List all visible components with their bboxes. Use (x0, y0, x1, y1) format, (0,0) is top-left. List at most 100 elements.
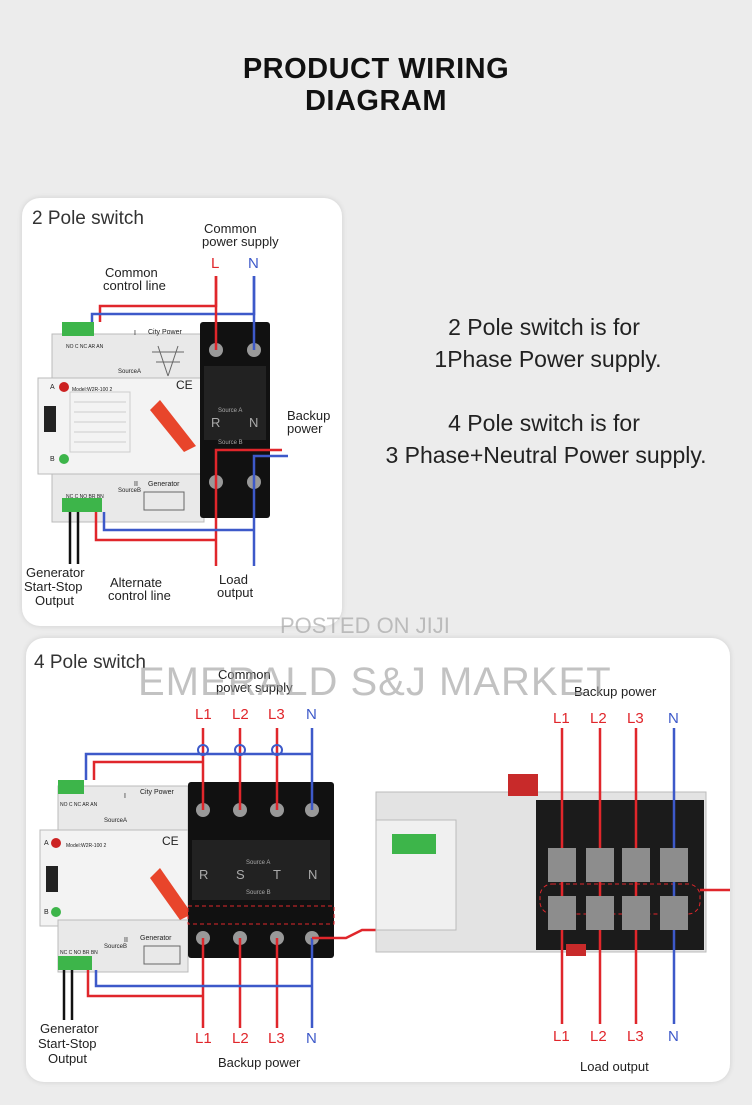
two-pole-generator-line1: Generator (26, 565, 85, 580)
four-pole-label-b: B (44, 909, 49, 916)
two-pole-generator-line2: Start-Stop (24, 579, 83, 594)
two-pole-source-b: SourceB (118, 488, 142, 494)
two-pole-terminal-top (62, 322, 94, 336)
two-pole-generator-text: Generator (148, 481, 180, 488)
four-pole-generator-text: Generator (140, 935, 172, 942)
four-pole-src-a-small: Source A (246, 860, 271, 866)
page-title-line2: DIAGRAM (304, 85, 448, 117)
desc-line2: 1Phase Power supply. (434, 346, 662, 372)
four-pole-common-supply-line2: power supply (216, 680, 293, 695)
two-pole-handle (150, 400, 196, 452)
four-pole-handle (150, 868, 192, 920)
four-pole-terminal-top-label: NO C NC AR AN (60, 802, 98, 808)
two-pole-common-supply-line2: power supply (202, 234, 279, 249)
two-pole-terminal-bottom-label: NC C NO BR BN (66, 494, 104, 500)
four-pole-generator-line3: Output (48, 1051, 88, 1066)
four-pole-source-b: SourceB (104, 944, 128, 950)
right-top-l3: L3 (627, 710, 644, 727)
two-pole-model: Model:W2R-100 2 (72, 387, 113, 393)
four-pole-bottom-l1: L1 (195, 1030, 212, 1047)
four-pole-ce-mark: CE (162, 834, 179, 848)
two-pole-label-a: A (50, 384, 55, 391)
two-pole-source-a: SourceA (118, 369, 142, 375)
two-pole-toggle (44, 406, 56, 432)
two-pole-src-b-small: Source B (218, 440, 243, 446)
two-pole-terminal-top-label: NO C NC AR AN (66, 344, 104, 350)
right-top-l2: L2 (590, 710, 607, 727)
two-pole-phase-n: N (248, 255, 259, 272)
two-pole-ce-mark: CE (176, 378, 193, 392)
two-pole-roman-2: II (134, 481, 138, 488)
four-pole-load-output: Load output (580, 1059, 649, 1074)
two-pole-block-n: N (249, 415, 259, 430)
right-bottom-l1: L1 (553, 1028, 570, 1045)
alternate-control-line1: Alternate (110, 575, 163, 590)
two-pole-terminal-bottom (62, 498, 102, 512)
two-pole-label-b: B (50, 456, 55, 463)
four-pole-block-n: N (308, 867, 318, 882)
right-bottom-n: N (668, 1028, 679, 1045)
four-pole-model: Model:W2R-100 2 (66, 843, 107, 849)
two-pole-module-upper (51, 333, 205, 383)
watermark-market: EMERALD S&J MARKET (138, 660, 612, 704)
page-title-line1: PRODUCT WIRING (242, 53, 510, 85)
two-pole-common-supply-line1: Common (204, 221, 257, 236)
four-pole-generator-line2: Start-Stop (38, 1036, 97, 1051)
four-pole-heading: 4 Pole switch (34, 652, 146, 673)
indicator-b (59, 454, 69, 464)
right-top-l1: L1 (553, 710, 570, 727)
four-pole-block-t: T (273, 867, 281, 882)
common-control-line1: Common (105, 265, 158, 280)
four-pole-top-l3: L3 (268, 706, 285, 723)
four-pole-bottom-l2: L2 (232, 1030, 249, 1047)
four-pole-toggle (46, 866, 58, 892)
four-pole-top-l1: L1 (195, 706, 212, 723)
generator-icon (143, 491, 185, 511)
four-pole-city-power: City Power (140, 789, 174, 796)
four-pole-terminal-bottom (58, 956, 92, 970)
four-pole-block-s: S (236, 867, 245, 882)
four-pole-common-supply-line1: Common (218, 667, 271, 682)
four-pole-indicator-b (51, 907, 61, 917)
common-control-line2: control line (103, 278, 166, 293)
two-pole-phase-l: L (211, 255, 220, 272)
four-pole-backup-top: Backup power (574, 684, 657, 699)
four-pole-top-n: N (306, 706, 317, 723)
four-pole-roman-1: I (124, 793, 126, 800)
four-pole-indicator-a (51, 838, 61, 848)
four-pole-terminal-bottom-label: NC C NO BR BN (60, 950, 98, 956)
tower-icon (152, 345, 184, 377)
two-pole-backup-line1: Backup (287, 408, 331, 423)
right-device-terminal (392, 834, 436, 854)
two-pole-roman-1: I (134, 330, 136, 337)
right-device-red-knob (508, 774, 538, 796)
four-pole-backup-bottom: Backup power (218, 1055, 301, 1070)
indicator-a (59, 382, 69, 392)
two-pole-heading: 2 Pole switch (32, 208, 144, 229)
generator-icon-4p (143, 945, 181, 965)
desc-line1: 2 Pole switch is for (448, 314, 640, 340)
four-pole-block-r: R (199, 867, 209, 882)
two-pole-city-power: City Power (148, 329, 182, 336)
two-pole-backup-line2: power (287, 421, 323, 436)
right-bottom-l2: L2 (590, 1028, 607, 1045)
two-pole-datatable (69, 391, 131, 453)
two-pole-generator-line3: Output (35, 593, 75, 608)
alternate-control-line2: control line (108, 588, 171, 603)
right-bottom-l3: L3 (627, 1028, 644, 1045)
watermark-posted: POSTED ON JIJI (280, 613, 450, 638)
two-pole-src-a-small: Source A (218, 408, 243, 414)
four-pole-top-l2: L2 (232, 706, 249, 723)
desc-line4: 3 Phase+Neutral Power supply. (385, 442, 707, 468)
desc-line3: 4 Pole switch is for (448, 410, 640, 436)
four-pole-bottom-l3: L3 (268, 1030, 285, 1047)
four-pole-bottom-n: N (306, 1030, 317, 1047)
four-pole-src-b-small: Source B (246, 890, 271, 896)
four-pole-roman-2: II (124, 937, 128, 944)
two-pole-block-r: R (211, 415, 221, 430)
four-pole-label-a: A (44, 840, 49, 847)
four-pole-terminal-top (58, 780, 84, 794)
load-output-line2: output (217, 585, 254, 600)
